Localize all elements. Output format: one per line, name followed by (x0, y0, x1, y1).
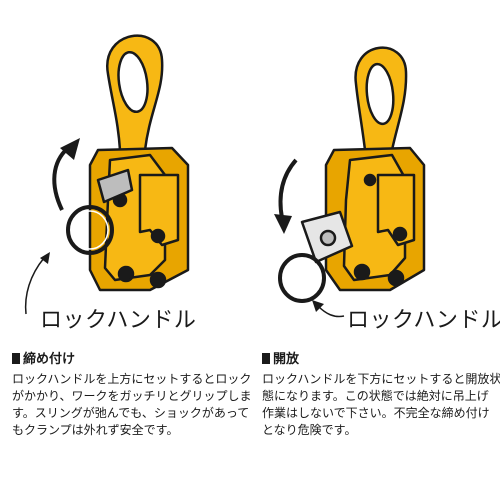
left-handle-ring (66, 205, 114, 255)
left-desc-line: ロックハンドルを上方にセットするとロック (12, 372, 252, 386)
right-leader-head (312, 300, 324, 312)
right-desc-line: となり危険です。 (262, 423, 357, 437)
right-clamp-open (278, 46, 426, 303)
right-bolt-low (353, 263, 371, 281)
left-bolt-low (117, 265, 135, 283)
left-heading-text: 締め付け (23, 352, 76, 367)
right-rotation-arrow (278, 158, 298, 219)
left-shackle-hole (117, 50, 149, 114)
right-heading-text: 開放 (273, 352, 300, 367)
left-leader-line (24, 257, 45, 315)
left-description: ロックハンドルを上方にセットするとロック がかかり、ワークをガッチリとグリップし… (12, 371, 252, 439)
left-bolt-right (149, 271, 167, 289)
heading-square-icon (262, 353, 270, 364)
right-jaw (376, 173, 416, 247)
left-bolt-mid (150, 228, 166, 244)
right-callout-label: ロックハンドル (347, 308, 500, 333)
left-jaw (138, 173, 180, 247)
left-handle-ring-inner (71, 210, 109, 250)
left-clamp-locked (66, 34, 190, 292)
left-desc-line: がかかり、ワークをガッチリとグリップしま (12, 389, 252, 403)
right-bolt-right (387, 269, 405, 287)
left-arrow-head (60, 138, 80, 160)
left-section-heading: 締め付け (12, 353, 75, 366)
left-handle-lever (96, 168, 134, 204)
right-handle-boss (319, 229, 337, 247)
right-desc-line: ロックハンドルを下方にセットすると開放状 (262, 372, 500, 386)
right-desc-line: 態になります。この状態では絶対に吊上げ (262, 389, 489, 403)
heading-square-icon (12, 353, 20, 364)
right-desc-line: 作業はしないで下さい。不完全な締め付け (262, 406, 490, 420)
right-bolt-top (363, 173, 377, 187)
right-description: ロックハンドルを下方にセットすると開放状 態になります。この状態では絶対に吊上げ… (262, 371, 500, 439)
left-rotation-arrow (52, 146, 70, 211)
right-section-heading: 開放 (262, 353, 299, 366)
right-bolt-mid (392, 226, 408, 242)
left-desc-line: す。スリングが弛んでも、ショックがあって (12, 406, 250, 420)
right-handle-ring-inner (283, 258, 321, 298)
left-desc-line: もクランプは外れず安全です。 (12, 423, 179, 437)
left-callout-label: ロックハンドル (40, 308, 197, 333)
right-arrow-head (274, 214, 292, 234)
right-shackle-hole (365, 62, 395, 126)
left-leader-head (40, 252, 50, 264)
right-handle-ring (278, 253, 326, 303)
right-leader-line (317, 305, 345, 318)
